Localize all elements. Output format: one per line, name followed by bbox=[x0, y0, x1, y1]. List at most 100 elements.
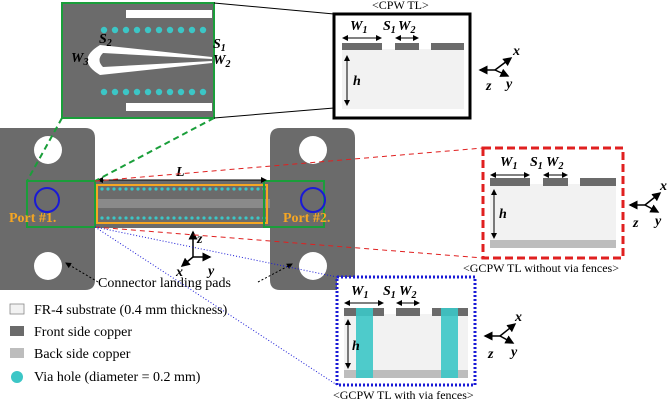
pcb-board bbox=[0, 128, 355, 290]
port2-marker bbox=[300, 187, 326, 213]
cpw-panel bbox=[332, 12, 472, 120]
axes-center bbox=[180, 230, 212, 267]
via-hole bbox=[100, 26, 108, 34]
axes-cpw bbox=[478, 57, 513, 77]
via-hole bbox=[190, 216, 194, 220]
mounting-hole bbox=[34, 252, 62, 280]
zoom-inset bbox=[61, 2, 215, 119]
via-hole bbox=[160, 216, 164, 220]
dim-s1: S1 bbox=[213, 37, 226, 54]
via-hole bbox=[172, 187, 176, 191]
via-hole bbox=[130, 187, 134, 191]
gv-axis-x: x bbox=[514, 310, 522, 325]
via-hole bbox=[155, 88, 163, 96]
legend-back-label: Back side copper bbox=[34, 347, 131, 362]
mounting-hole bbox=[299, 252, 327, 280]
via-hole bbox=[184, 216, 188, 220]
via-hole bbox=[144, 88, 152, 96]
via-hole bbox=[144, 26, 152, 34]
via-hole bbox=[111, 88, 119, 96]
cpw-axis-y: y bbox=[504, 77, 513, 92]
gcpw-novia-panel bbox=[481, 146, 625, 260]
via-hole bbox=[142, 216, 146, 220]
via-hole bbox=[133, 26, 141, 34]
via-hole bbox=[232, 187, 236, 191]
gn-axis-y: y bbox=[653, 214, 662, 229]
via-hole bbox=[100, 88, 108, 96]
via-hole bbox=[226, 187, 230, 191]
via-hole bbox=[202, 187, 206, 191]
cpw-axis-z: z bbox=[485, 79, 492, 94]
via-hole bbox=[122, 88, 130, 96]
via-hole bbox=[172, 216, 176, 220]
gcpw-via-title: <GCPW TL with via fences> bbox=[333, 388, 474, 402]
via-hole bbox=[124, 216, 128, 220]
gn-s1: S1 bbox=[530, 155, 543, 172]
via-hole bbox=[220, 216, 224, 220]
legend-front-label: Front side copper bbox=[34, 325, 132, 340]
via-hole bbox=[184, 187, 188, 191]
via-hole bbox=[256, 187, 260, 191]
via-hole bbox=[148, 216, 152, 220]
via-hole bbox=[238, 216, 242, 220]
axis-x: x bbox=[175, 265, 183, 280]
cpw-w2: W2 bbox=[398, 19, 415, 36]
via-hole bbox=[100, 187, 104, 191]
mounting-hole bbox=[34, 136, 62, 164]
via-hole bbox=[250, 187, 254, 191]
via-hole bbox=[232, 216, 236, 220]
via-hole bbox=[188, 88, 196, 96]
gn-h: h bbox=[499, 207, 507, 222]
via-hole bbox=[118, 216, 122, 220]
axis-z: z bbox=[196, 232, 203, 247]
axis-y: y bbox=[206, 264, 215, 279]
via-hole bbox=[177, 26, 185, 34]
via-hole bbox=[250, 216, 254, 220]
gn-axis-z: z bbox=[632, 216, 639, 231]
via-hole bbox=[133, 88, 141, 96]
mounting-hole bbox=[299, 136, 327, 164]
legend-fr4-label: FR-4 substrate (0.4 mm thickness) bbox=[34, 303, 228, 318]
via-hole bbox=[106, 187, 110, 191]
via-hole bbox=[166, 187, 170, 191]
via-hole bbox=[112, 216, 116, 220]
gv-s1: S1 bbox=[383, 284, 396, 301]
gv-w1: W1 bbox=[351, 284, 368, 301]
cpw-s1: S1 bbox=[383, 19, 396, 36]
via-hole bbox=[118, 187, 122, 191]
via-hole bbox=[196, 216, 200, 220]
via-hole bbox=[124, 187, 128, 191]
via-hole bbox=[155, 26, 163, 34]
via-hole bbox=[111, 26, 119, 34]
gv-axis-z: z bbox=[487, 347, 494, 362]
via-hole bbox=[154, 187, 158, 191]
cpw-w1: W1 bbox=[350, 19, 367, 36]
via-hole bbox=[106, 216, 110, 220]
gn-axis-x: x bbox=[659, 179, 667, 194]
via-hole bbox=[112, 187, 116, 191]
via-hole bbox=[130, 216, 134, 220]
gv-w2: W2 bbox=[399, 284, 416, 301]
gcpw-novia-title: <GCPW TL without via fences> bbox=[463, 261, 619, 275]
via-hole bbox=[208, 216, 212, 220]
via-hole bbox=[190, 187, 194, 191]
via-hole bbox=[196, 187, 200, 191]
via-hole bbox=[100, 216, 104, 220]
legend-front-swatch bbox=[10, 326, 24, 336]
via-hole bbox=[188, 26, 196, 34]
cpw-axis-x: x bbox=[512, 44, 520, 59]
dim-s2: S2 bbox=[99, 32, 112, 49]
legend-via-swatch bbox=[11, 371, 23, 383]
legend-fr4-swatch bbox=[9, 303, 25, 315]
axes-gcpw-via bbox=[483, 323, 517, 344]
connector-label: Connector landing pads bbox=[98, 276, 231, 291]
via-hole bbox=[214, 187, 218, 191]
gn-w2: W2 bbox=[546, 155, 563, 172]
via-hole bbox=[178, 216, 182, 220]
port1-marker bbox=[34, 187, 60, 213]
via-hole bbox=[244, 216, 248, 220]
via-hole bbox=[166, 88, 174, 96]
via-hole bbox=[160, 187, 164, 191]
length-label: L bbox=[175, 165, 185, 180]
